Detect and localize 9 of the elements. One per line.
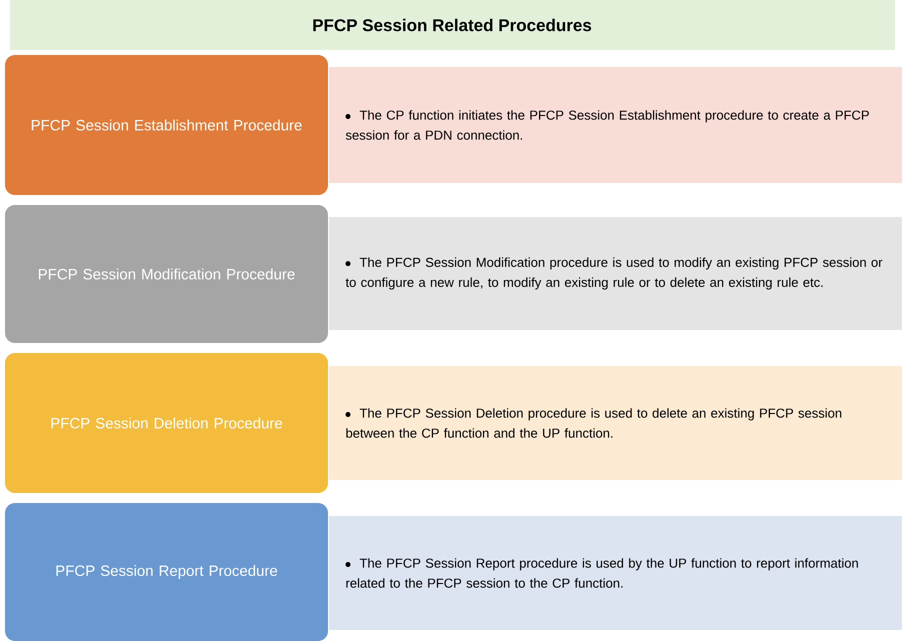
description-box: The PFCP Session Report procedure is used by the UP function to report information related to the PFCP session to the CP function. [329, 516, 902, 630]
procedure-box: PFCP Session Establishment Procedure [5, 55, 328, 195]
procedure-box: PFCP Session Report Procedure [5, 503, 328, 641]
procedure-box: PFCP Session Modification Procedure [5, 205, 328, 343]
procedure-box: PFCP Session Deletion Procedure [5, 353, 328, 493]
title-band: PFCP Session Related Procedures [10, 0, 895, 50]
description-box: The PFCP Session Deletion procedure is used to delete an existing PFCP session between the CP function and the UP function. [329, 366, 902, 480]
description-box: The PFCP Session Modification procedure is used to modify an existing PFCP session or to configure a new rule, to modify an existing rule or to delete an existing rule etc. [329, 217, 902, 330]
description-box: The CP function initiates the PFCP Session Establishment procedure to create a PFCP session for a PDN connection. [329, 67, 902, 183]
